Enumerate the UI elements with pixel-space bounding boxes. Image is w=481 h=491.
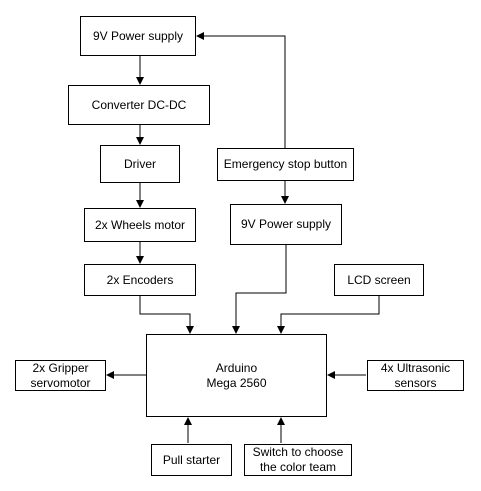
emergency-stop-label: Emergency stop button — [223, 157, 348, 171]
arrow-emergency-to-top-power — [196, 32, 286, 148]
arrow-encoders-to-arduino — [139, 296, 194, 334]
power-supply-right-block: 9V Power supply — [230, 204, 342, 245]
lcd-screen-label: LCD screen — [347, 272, 411, 287]
converter-block: Converter DC-DC — [68, 85, 210, 125]
ultrasonic-sensors-label: 4x Ultrasonic sensors — [380, 360, 451, 390]
arrow-lcd-to-arduino — [277, 296, 380, 334]
converter-label: Converter DC-DC — [91, 97, 187, 112]
gripper-servomotor-block: 2x Gripper servomotor — [15, 360, 106, 391]
gripper-servomotor-label: 2x Gripper servomotor — [30, 360, 91, 390]
ultrasonic-sensors-block: 4x Ultrasonic sensors — [367, 360, 464, 391]
emergency-stop-block: Emergency stop button — [217, 148, 354, 181]
arduino-label: Arduino Mega 2560 — [206, 360, 267, 390]
pull-starter-block: Pull starter — [151, 444, 232, 476]
pull-starter-label: Pull starter — [162, 452, 221, 467]
driver-block: Driver — [100, 145, 180, 183]
power-supply-top-label: 9V Power supply — [92, 28, 184, 43]
encoders-label: 2x Encoders — [106, 272, 174, 287]
arduino-block: Arduino Mega 2560 — [146, 334, 327, 417]
encoders-block: 2x Encoders — [84, 264, 196, 296]
wheels-motor-label: 2x Wheels motor — [94, 217, 186, 232]
wheels-motor-block: 2x Wheels motor — [84, 208, 196, 242]
color-switch-label: Switch to choose the color team — [252, 445, 344, 474]
color-switch-block: Switch to choose the color team — [244, 444, 352, 476]
power-supply-top-block: 9V Power supply — [80, 16, 196, 56]
lcd-screen-block: LCD screen — [334, 264, 424, 296]
power-supply-right-label: 9V Power supply — [240, 217, 332, 231]
driver-label: Driver — [124, 156, 156, 171]
arrow-right-power-to-arduino — [232, 245, 287, 334]
